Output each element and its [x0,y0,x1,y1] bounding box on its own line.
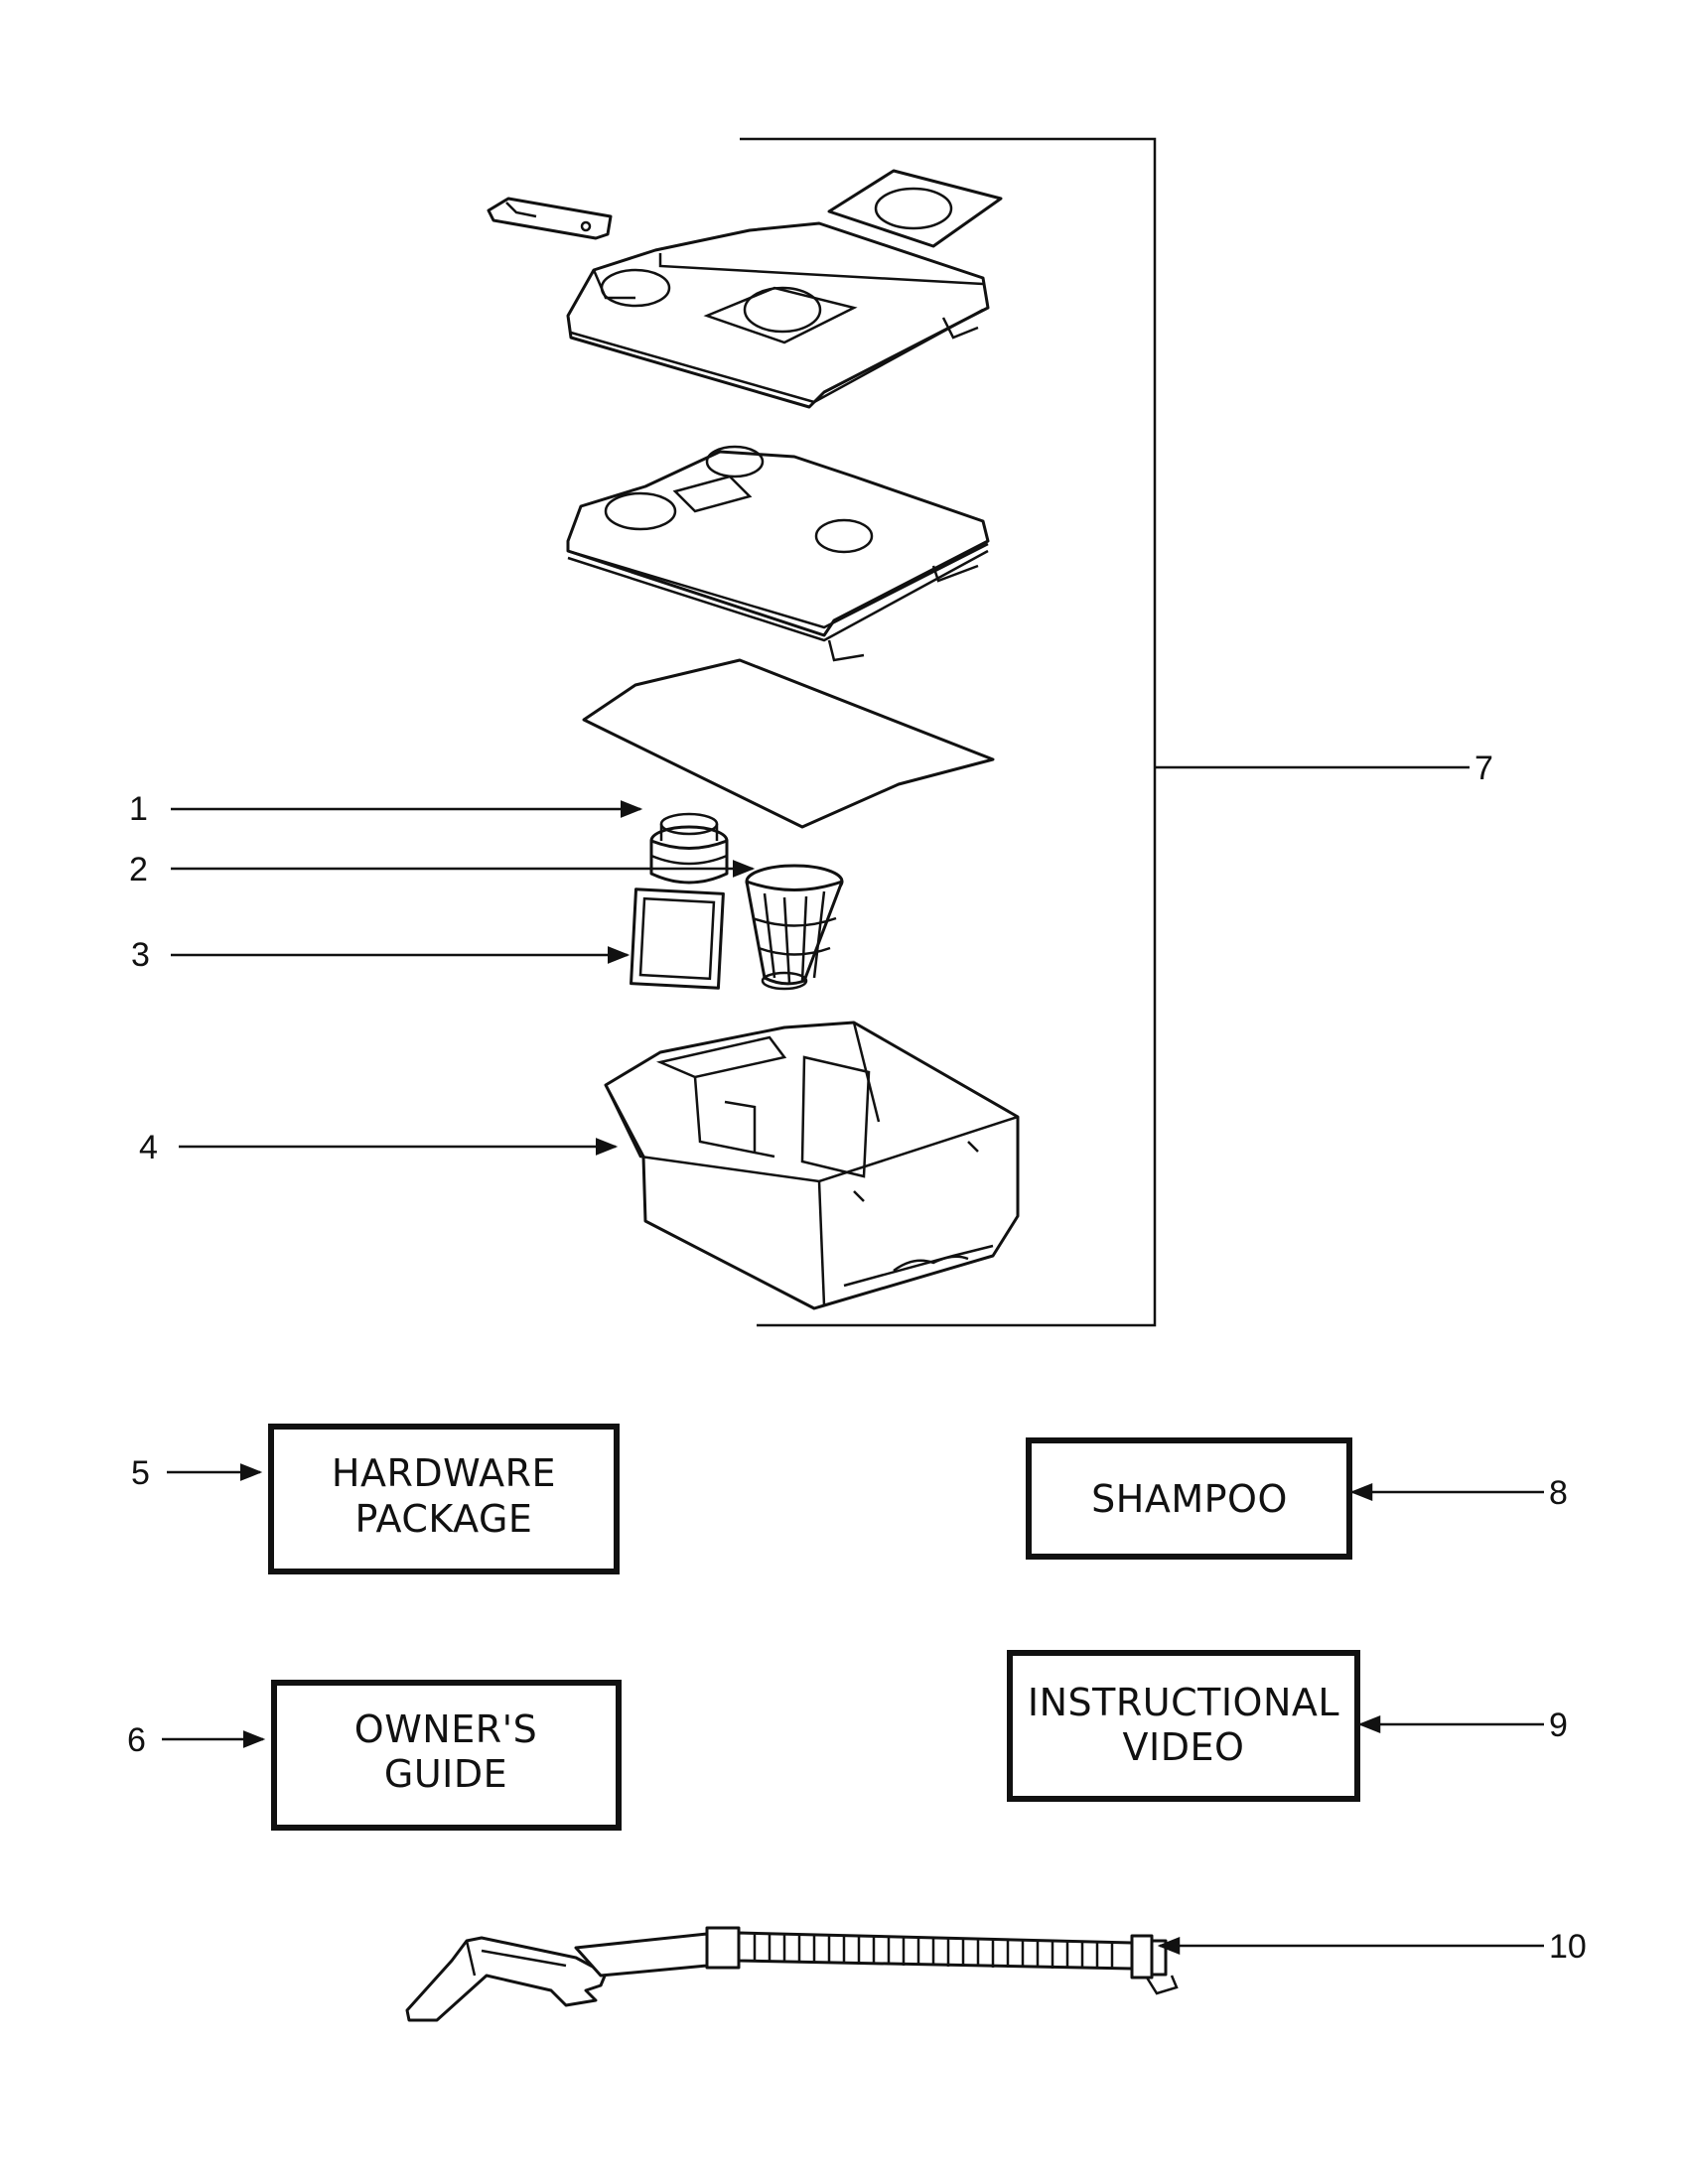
hose-tool [405,1926,1179,2022]
instructional-video-box: INSTRUCTIONAL VIDEO [1007,1650,1360,1802]
callout-4: 4 [139,1129,158,1166]
owners-line-1: OWNER'S [354,1707,537,1751]
shampoo-label: SHAMPOO [1091,1477,1288,1521]
recovery-tank [604,1021,1020,1310]
hardware-line-2: PACKAGE [355,1497,533,1541]
filter-pad [630,887,725,990]
video-line-1: INSTRUCTIONAL [1028,1681,1339,1724]
tank-cover [566,445,990,662]
callout-8: 8 [1549,1474,1568,1512]
owners-line-2: GUIDE [384,1752,507,1796]
tank-lid [566,221,990,409]
hardware-line-1: HARDWARE [332,1451,556,1495]
callout-1: 1 [129,790,148,828]
callout-9: 9 [1549,1706,1568,1744]
callout-6: 6 [127,1721,146,1759]
shampoo-box: SHAMPOO [1026,1437,1352,1560]
callout-numbers: 1 2 3 4 5 6 7 8 9 10 [127,750,1587,1966]
latch-bracket [487,197,613,240]
strainer-basket [745,864,844,991]
callout-3: 3 [131,936,150,974]
callout-10: 10 [1549,1928,1587,1966]
callout-7: 7 [1474,750,1493,787]
leader-lines [162,800,1544,1955]
lid-gasket [827,169,1003,248]
callout-5: 5 [131,1454,150,1492]
hardware-package-box: HARDWARE PACKAGE [268,1424,620,1574]
float-cap [649,812,729,885]
callout-2: 2 [129,851,148,888]
owners-guide-box: OWNER'S GUIDE [271,1680,622,1831]
filter-sheet [582,658,995,829]
assembly-bracket [740,137,1470,1327]
video-line-2: VIDEO [1123,1725,1245,1769]
